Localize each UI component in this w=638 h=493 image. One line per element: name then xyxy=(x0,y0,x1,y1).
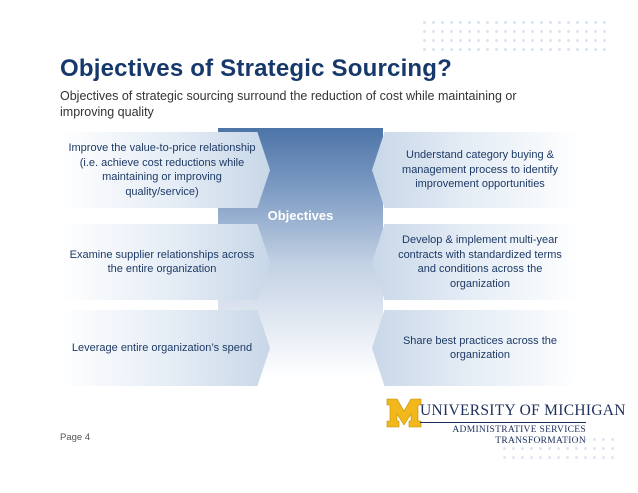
slide-subtitle: Objectives of strategic sourcing surroun… xyxy=(60,89,517,119)
objective-right-1-text: Understand category buying & management … xyxy=(402,149,558,191)
objective-left-1: Improve the value-to-price relationship … xyxy=(60,132,270,208)
objective-left-2: Examine supplier relationships across th… xyxy=(60,224,270,300)
objective-right-2: Develop & implement multi-year contracts… xyxy=(372,224,580,300)
objective-right-2-text: Develop & implement multi-year contracts… xyxy=(398,234,562,290)
objective-right-3-text: Share best practices across the organiza… xyxy=(402,334,558,362)
page-number: Page 4 xyxy=(60,432,91,443)
objective-left-3-text: Leverage entire organization’s spend xyxy=(71,341,253,354)
block-m-icon xyxy=(386,398,422,428)
objective-left-3: Leverage entire organization’s spend xyxy=(60,310,270,386)
objective-right-1: Understand category buying & management … xyxy=(372,132,580,208)
logo-subtitle-2: TRANSFORMATION xyxy=(495,436,586,446)
slide-title: Objectives of Strategic Sourcing? xyxy=(60,55,453,82)
logo-name: UNIVERSITY OF MICHIGAN xyxy=(420,402,626,419)
logo-divider xyxy=(420,422,586,423)
logo-subtitle-1: ADMINISTRATIVE SERVICES xyxy=(452,425,586,435)
university-logo: UNIVERSITY OF MICHIGAN ADMINISTRATIVE SE… xyxy=(386,396,626,448)
decorative-dots-top xyxy=(420,18,610,54)
decorative-dots-bottom xyxy=(500,435,620,465)
objective-left-1-text: Improve the value-to-price relationship … xyxy=(68,142,256,198)
objective-left-2-text: Examine supplier relationships across th… xyxy=(69,248,255,276)
objective-right-3: Share best practices across the organiza… xyxy=(372,310,580,386)
objectives-label: Objectives xyxy=(267,208,334,223)
